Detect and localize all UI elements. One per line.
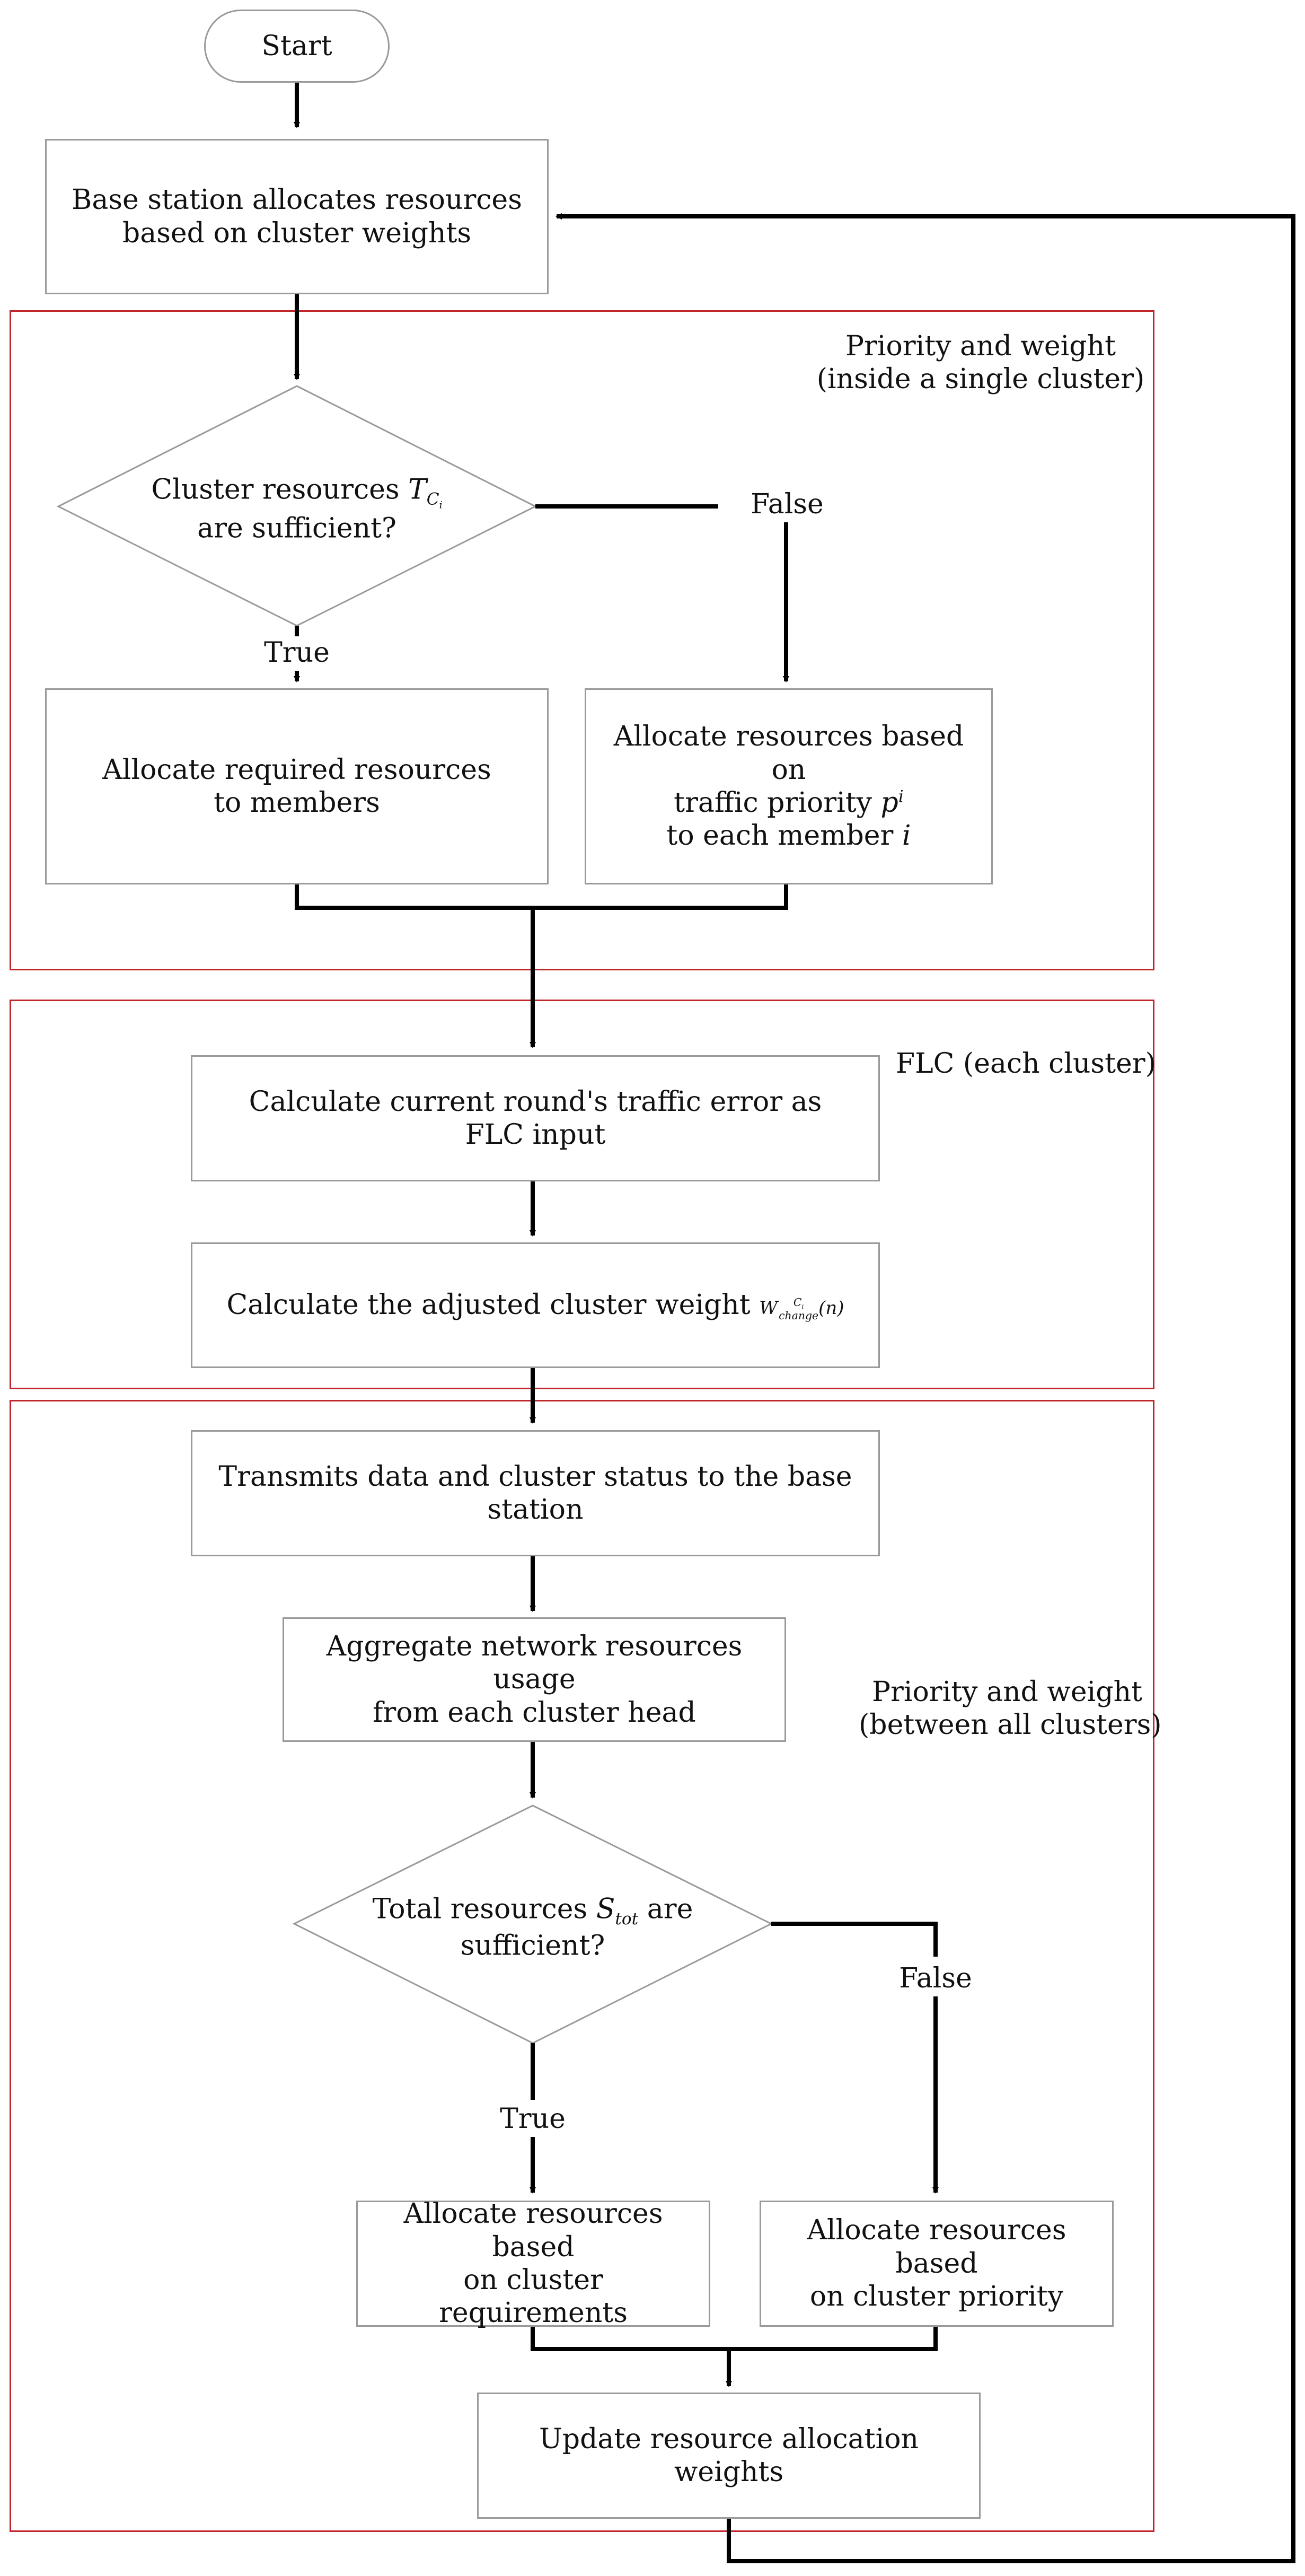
decision2-true-label: True — [500, 2103, 566, 2135]
group-flc — [10, 1000, 1154, 1389]
decision2-false-label: False — [899, 1962, 972, 1994]
aggregate-box: Aggregate network resources usage from e… — [283, 1617, 786, 1742]
alloc-priority-line3: to each member — [666, 820, 902, 852]
start-terminal: Start — [204, 10, 390, 83]
alloc-priority-box: Allocate resources based on traffic prio… — [585, 688, 993, 884]
alloc-cluster-req-line2: on cluster requirements — [439, 2264, 628, 2329]
aggregate-line2: from each cluster head — [373, 1696, 696, 1729]
alloc-cluster-pri-line2: on cluster priority — [809, 2281, 1064, 2313]
decision2-line2: sufficient? — [460, 1930, 605, 1962]
decision2-var: Stot — [596, 1893, 639, 1929]
group-intra-label: Priority and weight (inside a single clu… — [816, 330, 1145, 396]
alloc-cluster-req-box: Allocate resources based on cluster requ… — [356, 2198, 710, 2329]
transmit-line1: Transmits data and cluster status to the… — [218, 1460, 852, 1493]
calc-error-line1: Calculate current round's traffic error … — [249, 1085, 822, 1118]
decision1-false-label: False — [718, 488, 856, 521]
group-flc-label: FLC (each cluster) — [896, 1047, 1156, 1080]
alloc-priority-member-var: i — [902, 820, 911, 852]
group-inter-line1: Priority and weight — [872, 1676, 1142, 1708]
transmit-line2: station — [487, 1494, 584, 1526]
calc-error-box: Calculate current round's traffic error … — [191, 1055, 880, 1181]
alloc-cluster-pri-box: Allocate resources based on cluster prio… — [760, 2201, 1114, 2327]
decision1-text: Cluster resources TCi are sufficient? — [151, 473, 442, 545]
decision2-line1-prefix: Total resources — [372, 1893, 596, 1925]
update-text: Update resource allocation weights — [539, 2423, 919, 2488]
decision1-var: TCi — [408, 474, 443, 511]
decision1-line1: Cluster resources — [151, 474, 409, 506]
alloc-cluster-req-line1: Allocate resources based — [403, 2198, 663, 2263]
base-station-line1: Base station allocates resources — [72, 184, 522, 216]
calc-weight-text: Calculate the adjusted cluster weight — [226, 1289, 760, 1321]
decision1-true-label: True — [244, 636, 350, 670]
decision2-line1-suffix: are — [638, 1893, 693, 1925]
alloc-priority-var: pi — [880, 787, 904, 819]
alloc-required-box: Allocate required resources to members — [45, 688, 549, 884]
base-station-line2: based on cluster weights — [122, 217, 472, 249]
group-intra-line2: (inside a single cluster) — [816, 363, 1145, 396]
alloc-required-line1: Allocate required resources — [102, 753, 491, 786]
decision2-text: Total resources Stot are sufficient? — [373, 1892, 693, 1962]
alloc-priority-line2: traffic priority — [674, 787, 881, 819]
group-inter-label: Priority and weight (between all cluster… — [859, 1676, 1162, 1742]
update-box: Update resource allocation weights — [477, 2393, 981, 2519]
aggregate-line1: Aggregate network resources usage — [326, 1630, 743, 1696]
alloc-priority-line1: Allocate resources based on — [613, 721, 964, 786]
group-inter-cluster — [10, 1400, 1154, 2532]
group-intra-cluster — [10, 310, 1154, 970]
transmit-box: Transmits data and cluster status to the… — [191, 1430, 880, 1556]
calc-error-line2: FLC input — [465, 1119, 606, 1151]
decision1-line2: are sufficient? — [197, 512, 396, 545]
start-label: Start — [261, 30, 332, 62]
group-intra-line1: Priority and weight — [845, 330, 1116, 362]
base-station-box: Base station allocates resources based o… — [45, 139, 549, 294]
group-flc-text: FLC (each cluster) — [896, 1048, 1156, 1080]
alloc-required-line2: to members — [214, 787, 380, 819]
alloc-cluster-pri-line1: Allocate resources based — [807, 2214, 1066, 2280]
group-inter-line2: (between all clusters) — [859, 1709, 1162, 1741]
